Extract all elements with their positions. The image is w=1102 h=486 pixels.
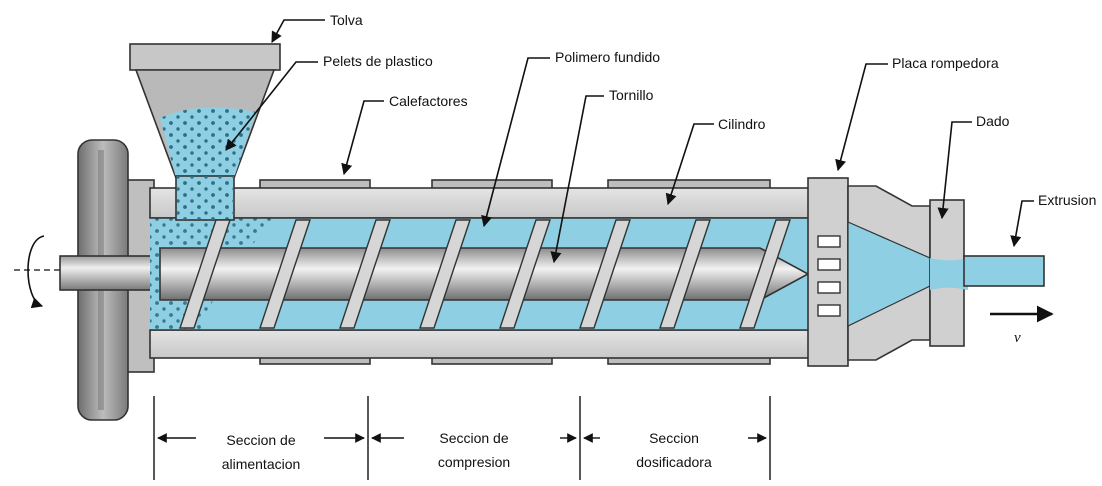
extrudate — [963, 255, 1045, 287]
screw-flight — [259, 219, 311, 329]
section-2-line1: Seccion de — [439, 430, 508, 446]
rotation-indicator — [14, 235, 62, 309]
section-1-line1: Seccion de — [226, 432, 295, 448]
label-dado: Dado — [976, 113, 1010, 129]
section-1-line2: alimentacion — [222, 456, 301, 472]
screw-flight — [739, 219, 791, 329]
leader-lines — [225, 19, 1034, 264]
label-tolva: Tolva — [330, 12, 363, 28]
screw-flight — [579, 219, 631, 329]
label-calefactores: Calefactores — [389, 93, 468, 109]
die-adapter — [847, 185, 931, 361]
label-extrusion: Extrusion — [1038, 192, 1096, 208]
screw-flight — [179, 219, 231, 329]
screw-flight — [339, 219, 391, 329]
screw — [159, 219, 810, 329]
screw-flight — [659, 219, 711, 329]
label-placa: Placa rompedora — [892, 55, 999, 71]
label-tornillo: Tornillo — [609, 87, 654, 103]
label-cilindro: Cilindro — [718, 116, 766, 132]
velocity-label: v — [1014, 330, 1021, 346]
label-polimero: Polimero fundido — [555, 49, 660, 65]
die — [929, 199, 968, 347]
section-dimensions — [153, 396, 771, 480]
section-2-line2: compresion — [438, 454, 510, 470]
section-3-line1: Seccion — [649, 430, 699, 446]
breaker-plate — [807, 177, 849, 367]
hopper — [129, 43, 281, 221]
section-3-line2: dosificadora — [636, 454, 712, 470]
screw-flight — [499, 219, 551, 329]
screw-flight — [419, 219, 471, 329]
label-pelets: Pelets de plastico — [323, 53, 433, 69]
